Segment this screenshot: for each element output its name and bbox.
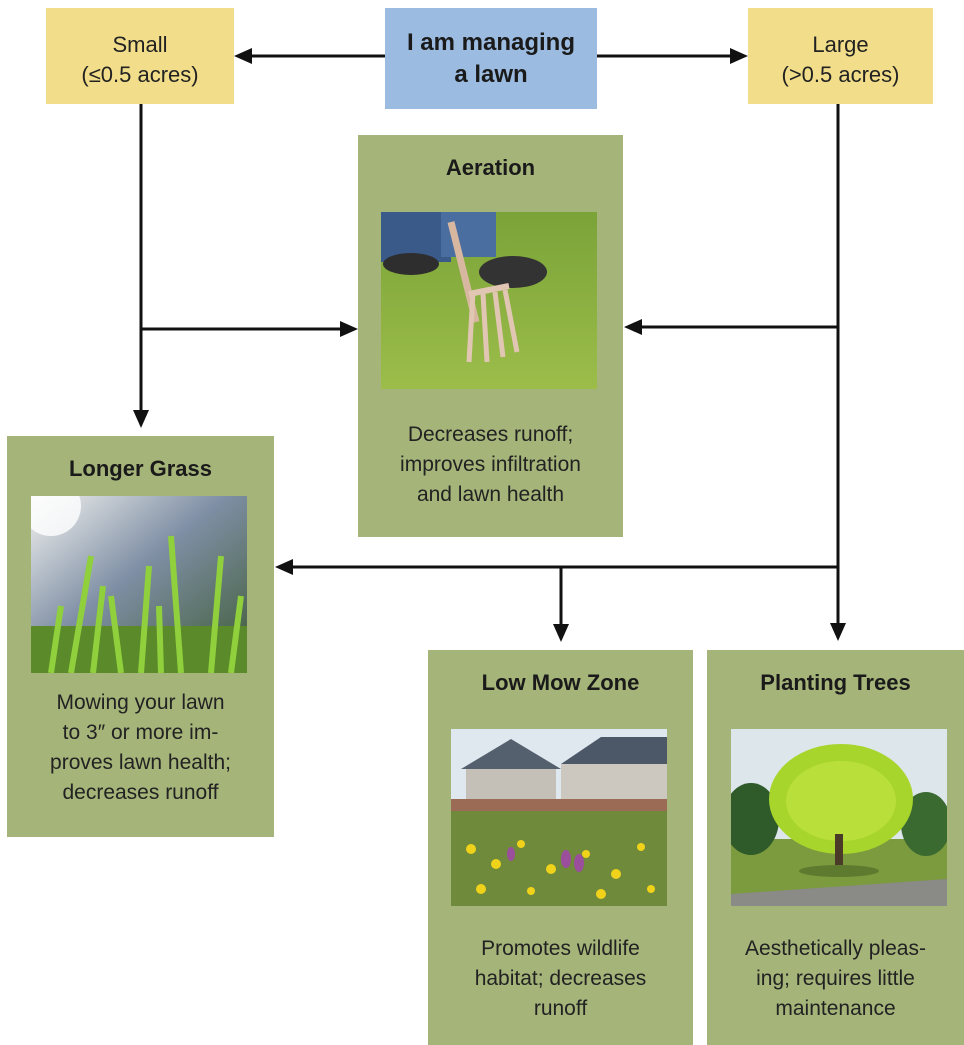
longer-grass-desc-3: proves lawn health;: [50, 751, 231, 774]
planting-trees-box: Planting Trees Aesthetically pleas- ing;…: [707, 650, 964, 1045]
planting-trees-title: Planting Trees: [760, 670, 911, 695]
aeration-desc-3: and lawn health: [416, 483, 565, 506]
small-label: Small: [112, 32, 168, 57]
aeration-desc: Decreases runoff; improves infiltration …: [358, 420, 623, 510]
low-mow-photo: [451, 729, 667, 906]
large-size: (>0.5 acres): [781, 62, 900, 87]
arrowhead-low-mow: [553, 624, 569, 642]
low-mow-title: Low Mow Zone: [481, 670, 640, 695]
aeration-desc-2: improves infiltration: [400, 453, 581, 476]
low-mow-desc-1: Promotes wildlife: [481, 937, 640, 960]
longer-grass-desc: Mowing your lawn to 3″ or more im- prove…: [7, 688, 274, 808]
arrowhead-aeration-right: [624, 319, 642, 335]
planting-trees-photo: [731, 729, 947, 906]
large-label: Large: [812, 32, 869, 57]
arrowhead-small: [234, 48, 252, 64]
large-lawn-box: Large (>0.5 acres): [748, 8, 933, 104]
longer-grass-photo: [31, 496, 247, 673]
longer-grass-title: Longer Grass: [68, 456, 213, 481]
longer-grass-box: Longer Grass Mowing your lawn to 3″ or m…: [7, 436, 274, 837]
aeration-desc-1: Decreases runoff;: [407, 423, 574, 446]
low-mow-desc-3: runoff: [533, 997, 588, 1020]
small-lawn-box: Small (≤0.5 acres): [46, 8, 234, 104]
low-mow-box: Low Mow Zone: [428, 650, 693, 1045]
longer-grass-desc-1: Mowing your lawn: [56, 691, 225, 714]
arrowhead-large: [730, 48, 748, 64]
arrowhead-longer-grass-top: [133, 410, 149, 428]
arrowhead-aeration-left: [340, 321, 358, 337]
planting-trees-desc-1: Aesthetically pleas-: [745, 937, 926, 960]
longer-grass-desc-2: to 3″ or more im-: [62, 721, 219, 744]
root-box: I am managing a lawn: [385, 8, 597, 109]
longer-grass-desc-4: decreases runoff: [62, 781, 219, 804]
aeration-box: Aeration Decreases runoff; improve: [358, 135, 623, 537]
planting-trees-desc: Aesthetically pleas- ing; requires littl…: [707, 934, 964, 1024]
root-line-1: I am managing: [406, 29, 576, 56]
low-mow-desc-2: habitat; decreases: [474, 967, 647, 990]
arrowhead-trees: [830, 623, 846, 641]
planting-trees-desc-2: ing; requires little: [756, 967, 915, 990]
small-size: (≤0.5 acres): [81, 62, 199, 87]
low-mow-desc: Promotes wildlife habitat; decreases run…: [428, 934, 693, 1024]
aeration-photo: [381, 212, 597, 389]
root-line-2: a lawn: [454, 61, 528, 88]
arrowhead-longer-grass-right: [275, 559, 293, 575]
planting-trees-desc-3: maintenance: [775, 997, 896, 1020]
aeration-title: Aeration: [445, 155, 536, 180]
